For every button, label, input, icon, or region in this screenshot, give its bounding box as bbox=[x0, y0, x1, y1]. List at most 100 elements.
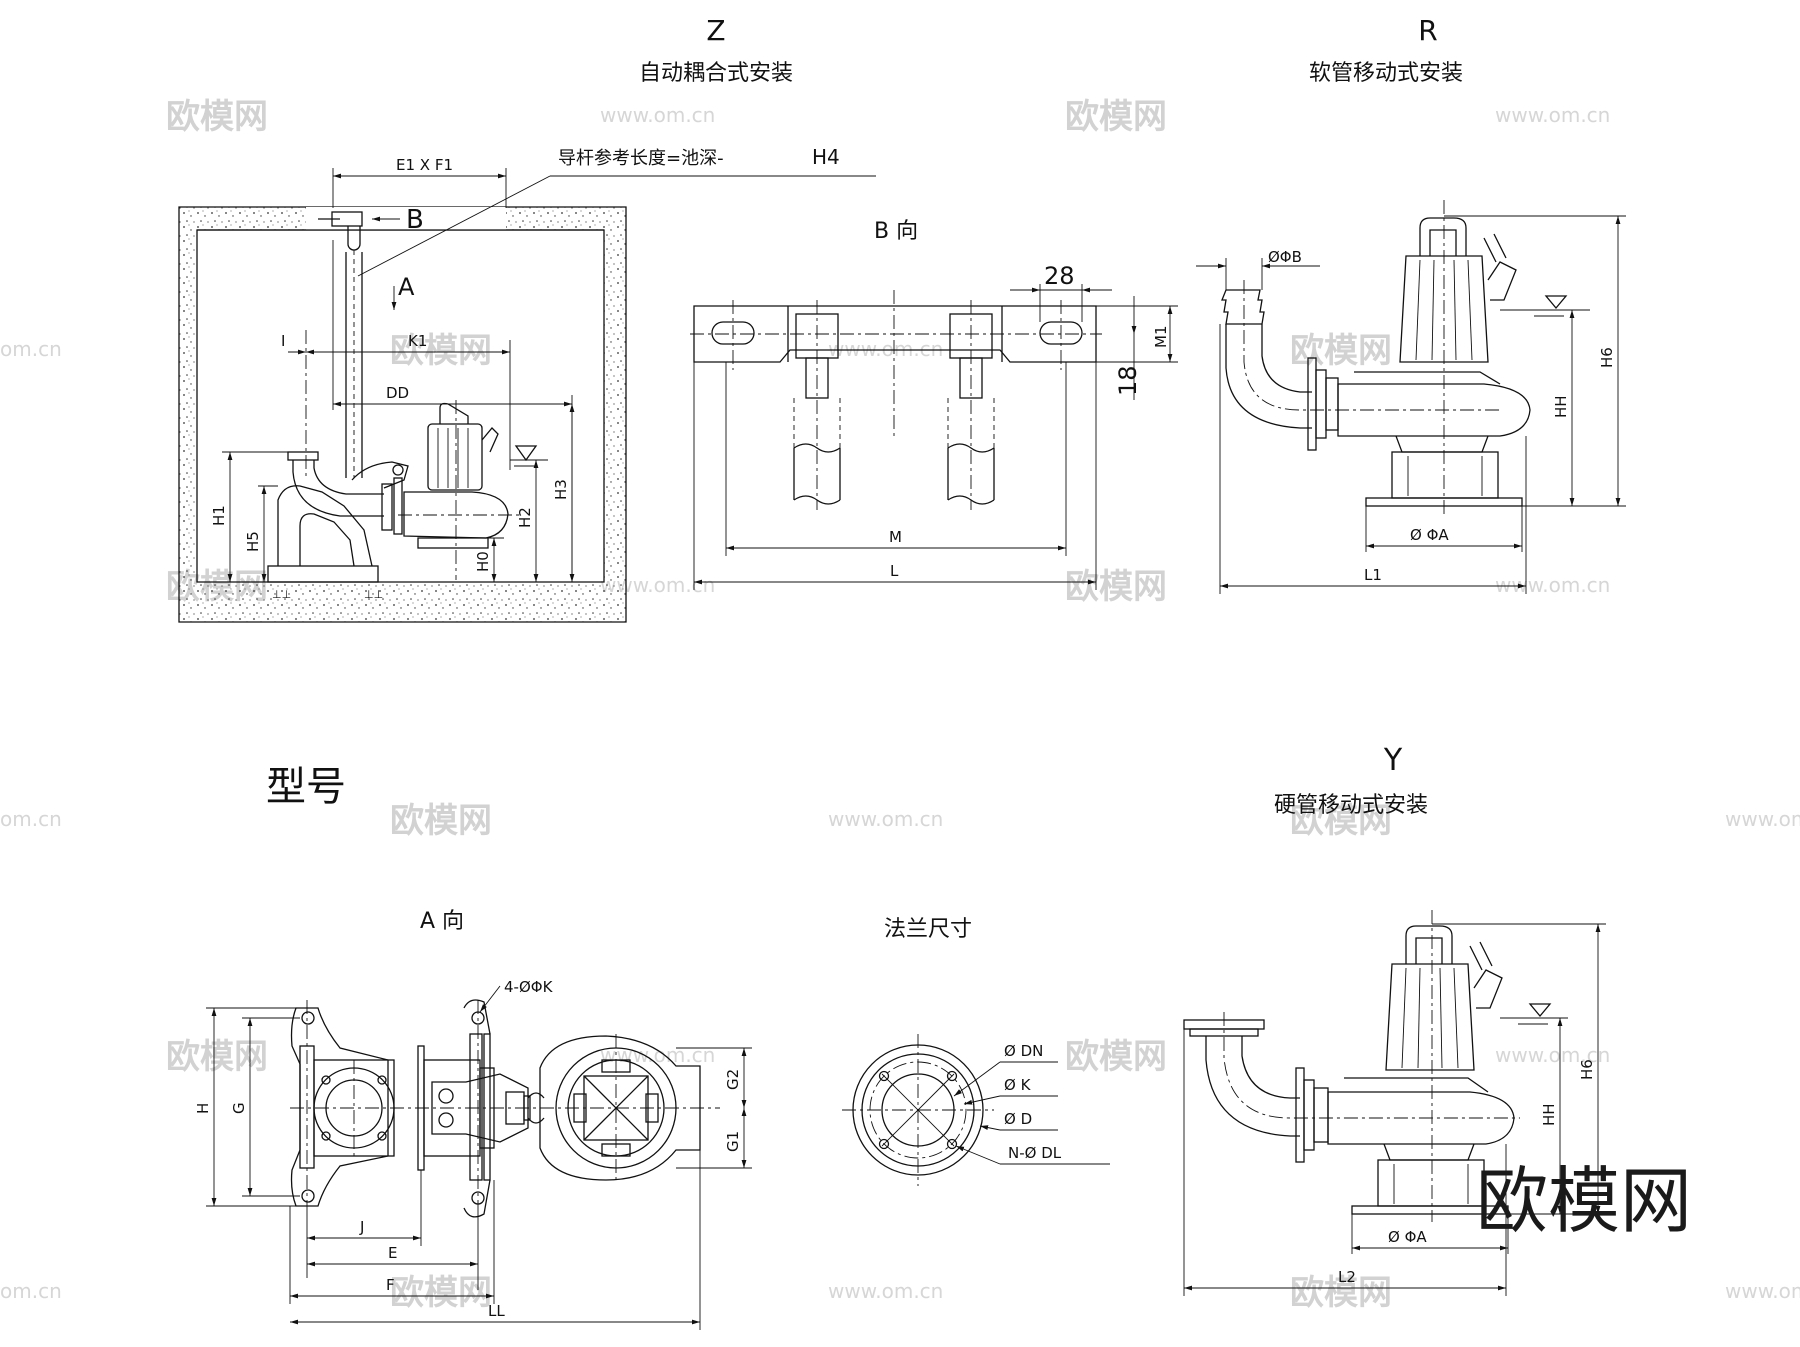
pump-motor bbox=[427, 423, 483, 491]
k1-label: K1 bbox=[408, 332, 427, 350]
watermark-fragment: om.cn bbox=[0, 1279, 62, 1303]
f-label: F bbox=[386, 1276, 395, 1294]
z-caption: 自动耦合式安装 bbox=[639, 61, 793, 86]
bolt-hole bbox=[946, 1070, 958, 1082]
coupling-seat bbox=[277, 485, 373, 567]
watermark-brand: 欧模网 bbox=[1290, 331, 1392, 371]
flange-view: Ø DN Ø K Ø D N-Ø DL bbox=[842, 1034, 1110, 1186]
pump-volute bbox=[1337, 383, 1531, 437]
dim-18: 18 bbox=[1114, 365, 1142, 396]
pump-motor bbox=[1385, 963, 1475, 1071]
power-cable bbox=[1483, 233, 1507, 263]
watermark-brand: 欧模网 bbox=[1065, 1037, 1167, 1077]
r-letter: R bbox=[1418, 14, 1437, 47]
watermark-layer: 欧模网 www.om.cn 欧模网 www.om.cn om.cn 欧模网 ww… bbox=[0, 97, 1800, 1313]
anchor-bolt: ⊥⊥ bbox=[272, 588, 291, 601]
watermark-site: www.om.cn bbox=[600, 103, 715, 127]
watermark-fragment: om.cn bbox=[0, 807, 62, 831]
dd-label: DD bbox=[386, 384, 409, 402]
discharge-elbow bbox=[1225, 324, 1312, 429]
watermark-brand: 欧模网 bbox=[166, 97, 268, 137]
k-label: Ø K bbox=[1004, 1076, 1032, 1094]
r-caption: 软管移动式安装 bbox=[1309, 61, 1463, 86]
e-label: E bbox=[388, 1244, 397, 1262]
watermark-fragment: om.cn bbox=[0, 337, 62, 361]
watermark-brand: 欧模网 bbox=[1065, 567, 1167, 607]
l2-label: L2 bbox=[1338, 1268, 1356, 1286]
lift-handle bbox=[1419, 217, 1467, 256]
watermark-site: www.om.cn bbox=[1495, 1043, 1610, 1067]
holes-label: 4-ØΦK bbox=[504, 978, 554, 996]
watermark-brand: 欧模网 bbox=[1290, 1273, 1392, 1313]
watermark-site: www.om.cn bbox=[1495, 103, 1610, 127]
model-label: 型号 bbox=[266, 764, 346, 810]
watermark-brand: 欧模网 bbox=[1290, 801, 1392, 841]
m1-label: M1 bbox=[1152, 326, 1170, 349]
phia-label: Ø ΦA bbox=[1410, 526, 1449, 544]
watermark-brand: 欧模网 bbox=[390, 801, 492, 841]
ll-label: LL bbox=[488, 1302, 505, 1320]
discharge-elbow bbox=[292, 460, 384, 517]
cable-gland bbox=[481, 427, 499, 453]
cable-gland bbox=[1487, 261, 1517, 301]
i-label: I bbox=[281, 332, 285, 350]
a-view: 4-ØΦK H G G2 G1 J E F LL bbox=[194, 978, 752, 1330]
h0-label: H0 bbox=[474, 551, 492, 572]
anchor-bolt: ⊥⊥ bbox=[364, 588, 383, 601]
arrow-b-label: B bbox=[406, 205, 424, 235]
z-letter: Z bbox=[706, 14, 725, 47]
bolt-hole bbox=[878, 1070, 890, 1082]
elbow-flange bbox=[1295, 1067, 1305, 1163]
ndl-label: N-Ø DL bbox=[1008, 1144, 1062, 1162]
watermark-brand: 欧模网 bbox=[166, 1037, 268, 1077]
elbow-flange bbox=[1307, 357, 1317, 451]
y-caption: 硬管移动式安装 bbox=[1274, 793, 1428, 818]
watermark-brand: 欧模网 bbox=[1065, 97, 1167, 137]
h6-label: H6 bbox=[1598, 347, 1616, 368]
r-view: ØΦB HH H6 Ø ΦA L1 bbox=[1196, 200, 1626, 594]
a-view-title: A 向 bbox=[420, 909, 464, 934]
j-label: J bbox=[359, 1218, 364, 1236]
arrow-a-label: A bbox=[398, 273, 415, 301]
lift-handle bbox=[1405, 925, 1453, 964]
h-label: H bbox=[194, 1103, 212, 1114]
hh-label: HH bbox=[1540, 1103, 1558, 1126]
pump-base bbox=[1351, 1205, 1509, 1215]
pump-volute bbox=[403, 491, 509, 539]
coupling-base bbox=[290, 1007, 389, 1207]
l-label: L bbox=[890, 562, 899, 580]
brand-watermark-large: 欧模网 bbox=[1476, 1159, 1692, 1243]
dim-28: 28 bbox=[1044, 262, 1075, 290]
d-label: Ø D bbox=[1004, 1110, 1032, 1128]
water-level-mark bbox=[1528, 1003, 1552, 1018]
discharge-elbow bbox=[1205, 1036, 1300, 1137]
b-view: 28 M1 18 M L bbox=[690, 262, 1178, 590]
l1-label: L1 bbox=[1364, 566, 1382, 584]
e1xf1-label: E1 X F1 bbox=[396, 156, 453, 174]
watermark-site: www.om.cn bbox=[1725, 1279, 1800, 1303]
view-titles: Z 自动耦合式安装 R 软管移动式安装 Y 硬管移动式安装 型号 B 向 A 向… bbox=[266, 14, 1463, 942]
h5-label: H5 bbox=[244, 531, 262, 552]
g1-label: G1 bbox=[724, 1131, 742, 1152]
m-label: M bbox=[889, 528, 902, 546]
g-label: G bbox=[230, 1102, 248, 1114]
watermark-site: www.om.cn bbox=[1725, 807, 1800, 831]
flange-title: 法兰尺寸 bbox=[884, 917, 972, 942]
hh-label: HH bbox=[1552, 395, 1570, 418]
watermark-site: www.om.cn bbox=[828, 807, 943, 831]
bracket-plate bbox=[693, 305, 1097, 363]
watermark-brand: 欧模网 bbox=[390, 1273, 492, 1313]
guide-rail-plan bbox=[469, 1033, 483, 1181]
bolt-hole bbox=[878, 1138, 890, 1150]
watermark-brand: 欧模网 bbox=[390, 331, 492, 371]
y-letter: Y bbox=[1383, 743, 1403, 778]
h2-label: H2 bbox=[516, 507, 534, 528]
phib-label: ØΦB bbox=[1268, 248, 1302, 266]
base-plate bbox=[267, 565, 379, 583]
power-cable bbox=[1469, 941, 1493, 971]
discharge-flange bbox=[287, 451, 319, 461]
phia-label: Ø ΦA bbox=[1388, 1228, 1427, 1246]
pump-motor bbox=[1399, 255, 1489, 363]
guide-note: 导杆参考长度=池深- bbox=[558, 148, 724, 169]
